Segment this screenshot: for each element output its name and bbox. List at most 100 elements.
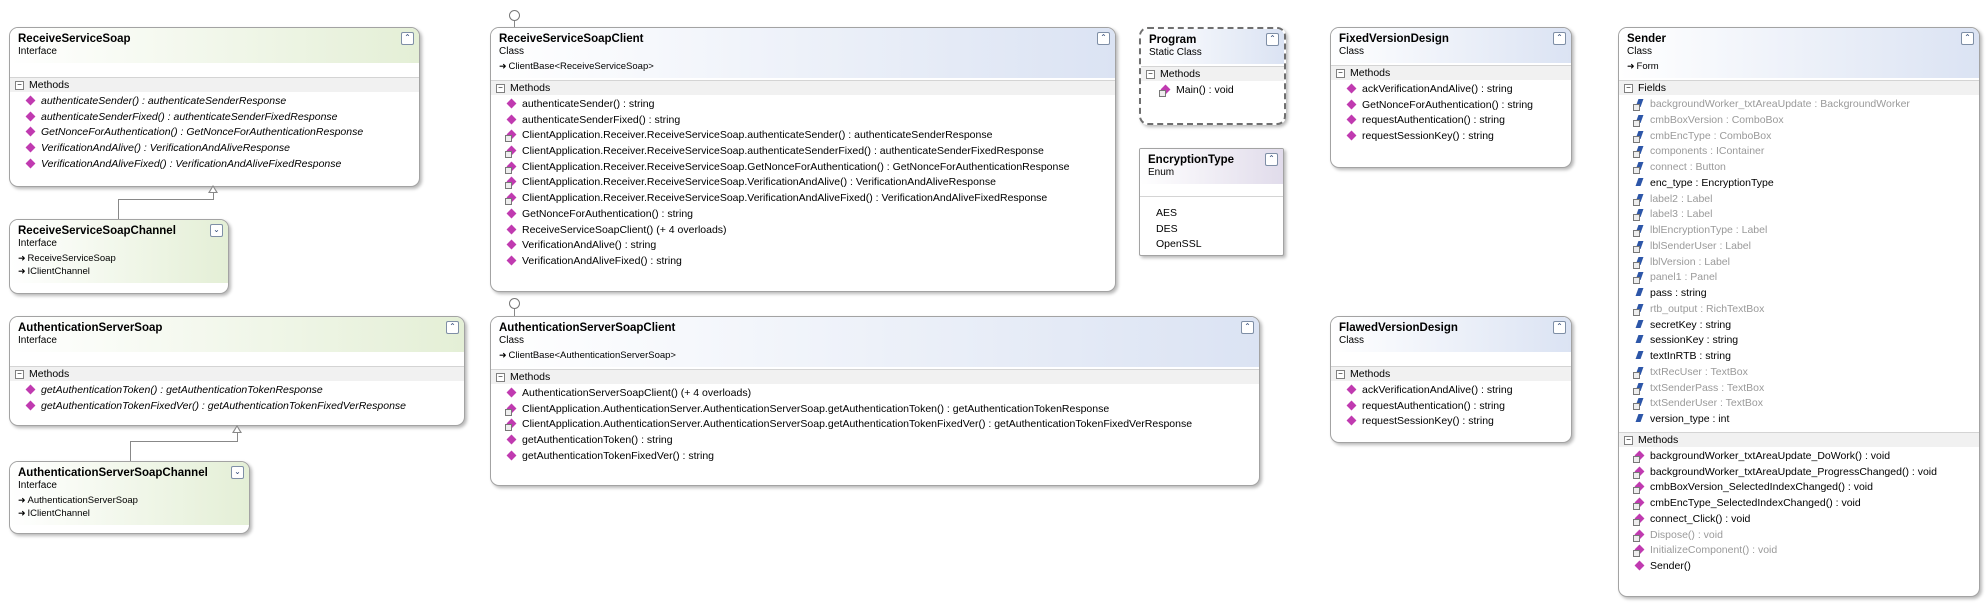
method-item[interactable]: VerificationAndAliveFixed() : Verificati…	[10, 157, 419, 173]
methods-section-header[interactable]: −Methods	[10, 77, 419, 92]
receive-service-soap-channel-shape[interactable]: ReceiveServiceSoapChannel Interface ➜Rec…	[9, 219, 229, 294]
sender-shape[interactable]: Sender Class ➜Form ⌃ −Fields backgroundW…	[1618, 27, 1980, 597]
method-item[interactable]: ackVerificationAndAlive() : string	[1331, 82, 1571, 98]
field-item[interactable]: panel1 : Panel	[1619, 270, 1979, 286]
method-item[interactable]: VerificationAndAlive() : string	[491, 238, 1115, 254]
method-item[interactable]: connect_Click() : void	[1619, 512, 1979, 528]
collapse-icon[interactable]: ⌃	[446, 321, 459, 334]
field-item[interactable]: rtb_output : RichTextBox	[1619, 302, 1979, 318]
field-item[interactable]: txtSenderPass : TextBox	[1619, 381, 1979, 397]
collapse-icon[interactable]: ⌃	[1553, 32, 1566, 45]
collapse-icon[interactable]: ⌃	[1241, 321, 1254, 334]
method-item[interactable]: authenticateSenderFixed() : string	[491, 113, 1115, 129]
method-item[interactable]: requestAuthentication() : string	[1331, 113, 1571, 129]
method-item[interactable]: ClientApplication.Receiver.ReceiveServic…	[491, 144, 1115, 160]
method-item[interactable]: VerificationAndAliveFixed() : string	[491, 254, 1115, 270]
section-toggle-icon[interactable]: −	[1624, 84, 1633, 93]
section-toggle-icon[interactable]: −	[496, 84, 505, 93]
method-item[interactable]: backgroundWorker_txtAreaUpdate_DoWork() …	[1619, 449, 1979, 465]
field-item[interactable]: label2 : Label	[1619, 192, 1979, 208]
enum-value[interactable]: AES	[1156, 207, 1178, 219]
method-item[interactable]: getAuthenticationToken() : getAuthentica…	[10, 383, 464, 399]
method-item[interactable]: requestSessionKey() : string	[1331, 129, 1571, 145]
method-item[interactable]: authenticateSender() : string	[491, 97, 1115, 113]
section-toggle-icon[interactable]: −	[496, 373, 505, 382]
method-item[interactable]: GetNonceForAuthentication() : string	[1331, 98, 1571, 114]
fixed-version-design-shape[interactable]: FixedVersionDesign Class ⌃ −Methods ackV…	[1330, 27, 1572, 168]
method-item[interactable]: AuthenticationServerSoapClient() (+ 4 ov…	[491, 386, 1259, 402]
enum-value[interactable]: OpenSSL	[1156, 238, 1202, 250]
method-item[interactable]: authenticateSender() : authenticateSende…	[10, 94, 419, 110]
method-item[interactable]: InitializeComponent() : void	[1619, 543, 1979, 559]
method-item[interactable]: ClientApplication.Receiver.ReceiveServic…	[491, 175, 1115, 191]
collapse-icon[interactable]: ⌃	[1265, 153, 1278, 166]
section-toggle-icon[interactable]: −	[15, 370, 24, 379]
collapse-icon[interactable]: ⌃	[1097, 32, 1110, 45]
program-shape[interactable]: Program Static Class ⌃ −Methods Main() :…	[1139, 27, 1286, 125]
method-item[interactable]: cmbBoxVersion_SelectedIndexChanged() : v…	[1619, 480, 1979, 496]
method-item[interactable]: Main() : void	[1141, 83, 1284, 99]
method-item[interactable]: authenticateSenderFixed() : authenticate…	[10, 110, 419, 126]
methods-section-header[interactable]: −Methods	[1141, 66, 1284, 81]
collapse-icon[interactable]: ⌃	[1961, 32, 1974, 45]
method-item[interactable]: ackVerificationAndAlive() : string	[1331, 383, 1571, 399]
field-item[interactable]: txtSenderUser : TextBox	[1619, 396, 1979, 412]
field-item[interactable]: sessionKey : string	[1619, 333, 1979, 349]
method-item[interactable]: Sender()	[1619, 559, 1979, 575]
field-item[interactable]: enc_type : EncryptionType	[1619, 176, 1979, 192]
method-item[interactable]: GetNonceForAuthentication() : GetNonceFo…	[10, 125, 419, 141]
encryption-type-shape[interactable]: EncryptionType Enum ⌃ AES DES OpenSSL	[1139, 148, 1284, 256]
expand-icon[interactable]: ⌄	[231, 466, 244, 479]
method-item[interactable]: VerificationAndAlive() : VerificationAnd…	[10, 141, 419, 157]
field-item[interactable]: backgroundWorker_txtAreaUpdate : Backgro…	[1619, 97, 1979, 113]
method-item[interactable]: getAuthenticationToken() : string	[491, 433, 1259, 449]
field-item[interactable]: components : IContainer	[1619, 144, 1979, 160]
method-item[interactable]: GetNonceForAuthentication() : string	[491, 207, 1115, 223]
method-item[interactable]: requestAuthentication() : string	[1331, 399, 1571, 415]
authentication-server-soap-shape[interactable]: AuthenticationServerSoap Interface ⌃ −Me…	[9, 316, 465, 426]
field-item[interactable]: lblEncryptionType : Label	[1619, 223, 1979, 239]
method-item[interactable]: ReceiveServiceSoapClient() (+ 4 overload…	[491, 223, 1115, 239]
enum-value[interactable]: DES	[1156, 222, 1178, 235]
methods-section-header[interactable]: −Methods	[1619, 431, 1979, 447]
field-item[interactable]: txtRecUser : TextBox	[1619, 365, 1979, 381]
method-item[interactable]: ClientApplication.AuthenticationServer.A…	[491, 417, 1259, 433]
authentication-server-soap-channel-shape[interactable]: AuthenticationServerSoapChannel Interfac…	[9, 461, 250, 534]
collapse-icon[interactable]: ⌃	[1553, 321, 1566, 334]
method-item[interactable]: requestSessionKey() : string	[1331, 414, 1571, 430]
section-toggle-icon[interactable]: −	[15, 81, 24, 90]
receive-service-soap-shape[interactable]: ReceiveServiceSoap Interface ⌃ −Methods …	[9, 27, 420, 187]
field-item[interactable]: secretKey : string	[1619, 318, 1979, 334]
receive-service-soap-client-shape[interactable]: ReceiveServiceSoapClient Class ➜ClientBa…	[490, 27, 1116, 292]
field-item[interactable]: cmbBoxVersion : ComboBox	[1619, 113, 1979, 129]
fields-section-header[interactable]: −Fields	[1619, 80, 1979, 95]
method-item[interactable]: ClientApplication.AuthenticationServer.A…	[491, 402, 1259, 418]
method-item[interactable]: ClientApplication.Receiver.ReceiveServic…	[491, 128, 1115, 144]
field-item[interactable]: version_type : int	[1619, 412, 1979, 428]
flawed-version-design-shape[interactable]: FlawedVersionDesign Class ⌃ −Methods ack…	[1330, 316, 1572, 443]
expand-icon[interactable]: ⌄	[210, 224, 223, 237]
methods-section-header[interactable]: −Methods	[1331, 65, 1571, 80]
field-item[interactable]: textInRTB : string	[1619, 349, 1979, 365]
method-item[interactable]: ClientApplication.Receiver.ReceiveServic…	[491, 191, 1115, 207]
methods-section-header[interactable]: −Methods	[491, 369, 1259, 384]
method-item[interactable]: Dispose() : void	[1619, 528, 1979, 544]
field-item[interactable]: label3 : Label	[1619, 207, 1979, 223]
method-item[interactable]: cmbEncType_SelectedIndexChanged() : void	[1619, 496, 1979, 512]
method-item[interactable]: ClientApplication.Receiver.ReceiveServic…	[491, 160, 1115, 176]
method-item[interactable]: getAuthenticationTokenFixedVer() : getAu…	[10, 399, 464, 415]
collapse-icon[interactable]: ⌃	[1266, 33, 1279, 46]
authentication-server-soap-client-shape[interactable]: AuthenticationServerSoapClient Class ➜Cl…	[490, 316, 1260, 486]
section-toggle-icon[interactable]: −	[1336, 370, 1345, 379]
methods-section-header[interactable]: −Methods	[10, 366, 464, 381]
section-toggle-icon[interactable]: −	[1146, 70, 1155, 79]
section-toggle-icon[interactable]: −	[1336, 69, 1345, 78]
field-item[interactable]: connect : Button	[1619, 160, 1979, 176]
method-item[interactable]: getAuthenticationTokenFixedVer() : strin…	[491, 449, 1259, 465]
section-toggle-icon[interactable]: −	[1624, 435, 1633, 445]
field-item[interactable]: pass : string	[1619, 286, 1979, 302]
method-item[interactable]: backgroundWorker_txtAreaUpdate_ProgressC…	[1619, 465, 1979, 481]
field-item[interactable]: lblSenderUser : Label	[1619, 239, 1979, 255]
collapse-icon[interactable]: ⌃	[401, 32, 414, 45]
methods-section-header[interactable]: −Methods	[1331, 366, 1571, 381]
